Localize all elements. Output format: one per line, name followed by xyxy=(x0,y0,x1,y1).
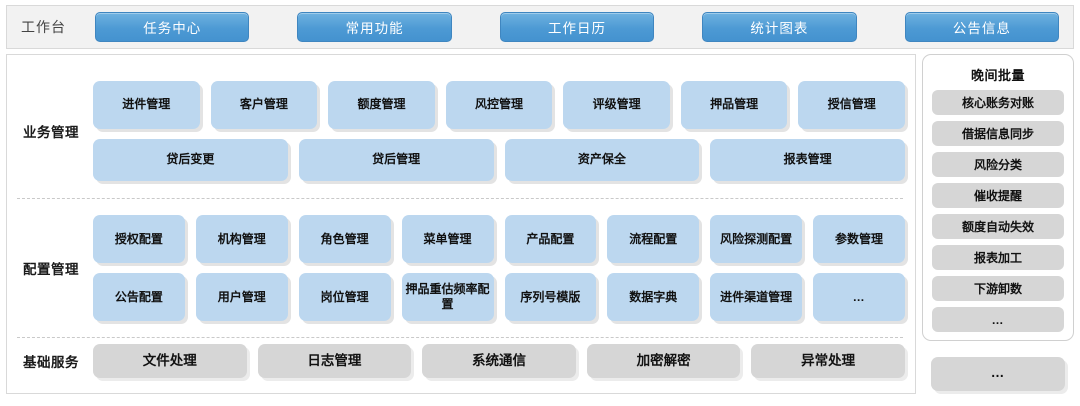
right-column: 晚间批量 核心账务对账 借据信息同步 风险分类 催收提醒 额度自动失效 报表加工… xyxy=(922,54,1074,394)
module-announcement-config[interactable]: 公告配置 xyxy=(93,273,185,322)
module-limit-management[interactable]: 额度管理 xyxy=(328,80,435,129)
module-post-loan-change[interactable]: 贷后变更 xyxy=(93,138,288,181)
module-serial-number-template[interactable]: 序列号模版 xyxy=(504,273,597,322)
module-report-management[interactable]: 报表管理 xyxy=(710,138,905,181)
service-log-management[interactable]: 日志管理 xyxy=(257,344,412,379)
batch-downstream-data-unload[interactable]: 下游卸数 xyxy=(932,276,1064,301)
batch-report-processing[interactable]: 报表加工 xyxy=(932,245,1064,270)
tab-list: 任务中心 常用功能 工作日历 统计图表 公告信息 xyxy=(95,12,1060,42)
module-authorization-config[interactable]: 授权配置 xyxy=(93,215,185,264)
section-basic-services: 基础服务 文件处理 日志管理 系统通信 加密解密 异常处理 xyxy=(15,338,905,385)
section-rows-business: 进件管理 客户管理 额度管理 风控管理 评级管理 押品管理 授信管理 贷后变更 … xyxy=(93,63,906,198)
nightly-batch-title: 晚间批量 xyxy=(970,68,1025,83)
module-risk-control[interactable]: 风控管理 xyxy=(445,80,553,129)
workbench-body: 业务管理 进件管理 客户管理 额度管理 风控管理 评级管理 押品管理 授信管理 … xyxy=(6,54,1074,394)
module-user-management[interactable]: 用户管理 xyxy=(195,273,288,322)
batch-loan-document-sync[interactable]: 借据信息同步 xyxy=(932,121,1064,146)
module-rating-management[interactable]: 评级管理 xyxy=(563,80,670,129)
service-encryption-decryption[interactable]: 加密解密 xyxy=(586,344,741,379)
tab-common-features[interactable]: 常用功能 xyxy=(297,12,452,42)
nightly-batch-panel: 晚间批量 核心账务对账 借据信息同步 风险分类 催收提醒 额度自动失效 报表加工… xyxy=(922,54,1074,341)
module-panel: 业务管理 进件管理 客户管理 额度管理 风控管理 评级管理 押品管理 授信管理 … xyxy=(6,54,916,394)
section-divider xyxy=(17,198,903,200)
module-menu-management[interactable]: 菜单管理 xyxy=(401,215,494,264)
tab-announcements[interactable]: 公告信息 xyxy=(904,12,1060,42)
section-divider xyxy=(17,336,903,338)
module-row: 文件处理 日志管理 系统通信 加密解密 异常处理 xyxy=(93,344,905,379)
batch-limit-auto-expiry[interactable]: 额度自动失效 xyxy=(932,214,1064,239)
tab-task-center[interactable]: 任务中心 xyxy=(95,12,250,42)
module-organization-management[interactable]: 机构管理 xyxy=(195,215,288,264)
section-rows-configuration: 授权配置 机构管理 角色管理 菜单管理 产品配置 流程配置 风险探测配置 参数管… xyxy=(93,199,905,336)
module-intake-management[interactable]: 进件管理 xyxy=(93,80,200,129)
module-parameter-management[interactable]: 参数管理 xyxy=(813,215,905,264)
batch-more[interactable]: … xyxy=(932,307,1064,332)
batch-risk-classification[interactable]: 风险分类 xyxy=(932,152,1064,177)
module-collateral-revaluation-frequency-config[interactable]: 押品重估频率配置 xyxy=(401,273,494,322)
module-row: 贷后变更 贷后管理 资产保全 报表管理 xyxy=(93,138,905,181)
nightly-batch-list: 核心账务对账 借据信息同步 风险分类 催收提醒 额度自动失效 报表加工 下游卸数… xyxy=(932,90,1064,332)
top-navigation-bar: 工作台 任务中心 常用功能 工作日历 统计图表 公告信息 xyxy=(6,5,1074,49)
module-customer-management[interactable]: 客户管理 xyxy=(210,80,318,129)
service-file-processing[interactable]: 文件处理 xyxy=(93,344,247,379)
module-process-config[interactable]: 流程配置 xyxy=(607,215,700,264)
module-role-management[interactable]: 角色管理 xyxy=(298,215,391,264)
module-asset-preservation[interactable]: 资产保全 xyxy=(504,138,700,181)
section-label-basic-services: 基础服务 xyxy=(23,355,79,371)
module-post-management[interactable]: 岗位管理 xyxy=(298,273,391,322)
tab-statistics[interactable]: 统计图表 xyxy=(702,12,857,42)
section-label-configuration: 配置管理 xyxy=(23,262,79,278)
section-rows-basic-services: 文件处理 日志管理 系统通信 加密解密 异常处理 xyxy=(93,338,905,385)
module-collateral-management[interactable]: 押品管理 xyxy=(680,80,788,129)
section-business-management: 业务管理 进件管理 客户管理 额度管理 风控管理 评级管理 押品管理 授信管理 … xyxy=(15,63,906,198)
service-system-communication[interactable]: 系统通信 xyxy=(422,344,576,379)
service-exception-handling[interactable]: 异常处理 xyxy=(751,344,905,379)
module-product-config[interactable]: 产品配置 xyxy=(504,215,597,264)
module-risk-detection-config[interactable]: 风险探测配置 xyxy=(710,215,803,264)
module-post-loan-management[interactable]: 贷后管理 xyxy=(298,138,494,181)
module-intake-channel-management[interactable]: 进件渠道管理 xyxy=(710,273,803,322)
module-row: 进件管理 客户管理 额度管理 风控管理 评级管理 押品管理 授信管理 xyxy=(93,80,906,129)
service-more[interactable]: … xyxy=(931,356,1065,391)
module-data-dictionary[interactable]: 数据字典 xyxy=(607,273,700,322)
page-title: 工作台 xyxy=(21,19,66,35)
module-row: 授权配置 机构管理 角色管理 菜单管理 产品配置 流程配置 风险探测配置 参数管… xyxy=(93,215,905,264)
batch-core-accounting-reconciliation[interactable]: 核心账务对账 xyxy=(932,90,1064,115)
section-label-business: 业务管理 xyxy=(23,124,79,140)
section-configuration-management: 配置管理 授权配置 机构管理 角色管理 菜单管理 产品配置 流程配置 风险探测配… xyxy=(15,199,905,336)
module-row: 公告配置 用户管理 岗位管理 押品重估频率配置 序列号模版 数据字典 进件渠道管… xyxy=(93,273,905,322)
batch-collection-reminder[interactable]: 催收提醒 xyxy=(932,183,1064,208)
module-more-configuration[interactable]: … xyxy=(813,273,905,322)
tab-work-calendar[interactable]: 工作日历 xyxy=(499,12,655,42)
basic-services-more-wrap: … xyxy=(922,353,1074,394)
module-credit-management[interactable]: 授信管理 xyxy=(798,80,906,129)
